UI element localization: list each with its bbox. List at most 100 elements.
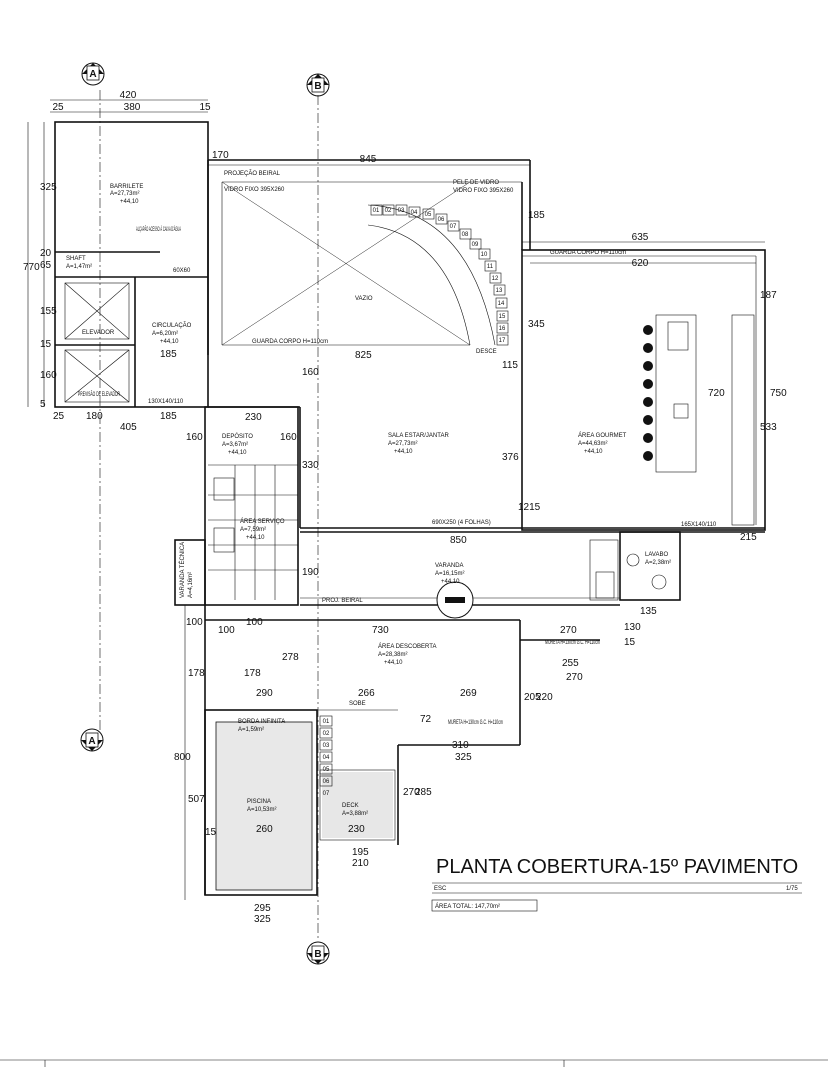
svg-text:PROJEÇÃO BEIRAL: PROJEÇÃO BEIRAL	[224, 170, 281, 177]
svg-text:MURETA H=130cm G.C. H=110cm: MURETA H=130cm G.C. H=110cm	[448, 720, 503, 726]
svg-text:DESCE: DESCE	[476, 349, 497, 355]
svg-text:115: 115	[502, 360, 518, 371]
room-label-deposito: DEPÓSITO A=3,67m² +44,10	[222, 433, 253, 456]
section-marker-a-top: A	[81, 62, 105, 86]
svg-text:1215: 1215	[518, 502, 541, 513]
svg-text:VARANDA: VARANDA	[435, 563, 464, 569]
svg-text:A=3,67m²: A=3,67m²	[222, 442, 248, 448]
svg-text:+44,10: +44,10	[441, 579, 460, 585]
svg-text:100: 100	[218, 625, 235, 636]
svg-text:187: 187	[760, 290, 777, 301]
room-label-borda-infinita: BORDA INFINITA A=1,59m²	[238, 719, 285, 733]
svg-text:325: 325	[455, 752, 472, 763]
section-marker-b-bottom: B	[306, 941, 330, 965]
svg-text:380: 380	[124, 102, 141, 113]
svg-text:GUARDA CORPO H=110cm: GUARDA CORPO H=110cm	[550, 250, 626, 256]
svg-text:160: 160	[40, 370, 57, 381]
room-label-alcapao: ALÇAPÃO ACESSO À CAIXA D'ÁGUA	[136, 226, 181, 233]
svg-text:02: 02	[385, 208, 392, 214]
svg-text:690X250 (4 FOLHAS): 690X250 (4 FOLHAS)	[432, 520, 491, 526]
stairs-upper	[370, 204, 509, 346]
svg-text:130: 130	[624, 622, 641, 633]
svg-text:260: 260	[256, 824, 273, 835]
svg-text:BORDA INFINITA: BORDA INFINITA	[238, 719, 285, 725]
room-label-barrilete: BARRILETE A=27,73m² +44,10	[110, 184, 143, 205]
svg-text:PREVISÃO DE ELEVADOR: PREVISÃO DE ELEVADOR	[78, 391, 120, 398]
drawing-notes: PROJEÇÃO BEIRAL PELE DE VIDRO VIDRO FIXO…	[148, 170, 717, 726]
svg-text:135: 135	[640, 606, 657, 617]
svg-text:VIDRO FIXO 395X260: VIDRO FIXO 395X260	[453, 188, 514, 194]
svg-text:A=27,73m²: A=27,73m²	[388, 441, 418, 447]
svg-text:190: 190	[302, 567, 319, 578]
room-label-area-servico: ÁREA SERVIÇO A=7,59m² +44,10	[240, 518, 285, 541]
svg-text:DECK: DECK	[342, 803, 359, 809]
room-label-shaft: SHAFT A=1,47m²	[66, 256, 92, 270]
svg-text:SALA ESTAR/JANTAR: SALA ESTAR/JANTAR	[388, 433, 449, 439]
svg-text:15: 15	[199, 102, 211, 113]
svg-text:05: 05	[425, 212, 432, 218]
svg-text:155: 155	[40, 306, 57, 317]
svg-text:05: 05	[323, 767, 330, 773]
svg-text:635: 635	[632, 232, 649, 243]
svg-text:270: 270	[566, 672, 583, 683]
dimensions-interior: 170 185 825 345 185 115 160 330 376 1215…	[53, 150, 787, 925]
svg-text:PELE DE VIDRO: PELE DE VIDRO	[453, 180, 499, 186]
svg-text:15: 15	[624, 637, 636, 648]
dimensions-top: 420 25 380 15 845 635 620	[50, 90, 765, 269]
svg-text:03: 03	[398, 208, 405, 214]
svg-text:730: 730	[372, 625, 389, 636]
svg-text:A=16,15m²: A=16,15m²	[435, 571, 465, 577]
walls	[54, 121, 766, 896]
svg-text:DEPÓSITO: DEPÓSITO	[222, 433, 253, 440]
room-label-varanda: VARANDA A=16,15m² +44,10	[435, 563, 465, 585]
svg-text:A: A	[88, 736, 95, 747]
stair-step-numbers-upper: 01 02 03 04 05 06 07 08 09 10 11 12 13 1…	[373, 208, 506, 344]
svg-text:345: 345	[528, 319, 545, 330]
svg-text:13: 13	[496, 288, 503, 294]
svg-text:ÁREA GOURMET: ÁREA GOURMET	[578, 432, 627, 439]
svg-text:LAVABO: LAVABO	[645, 552, 668, 558]
svg-text:A: A	[89, 69, 96, 80]
svg-text:15: 15	[205, 827, 217, 838]
svg-text:VIDRO FIXO 395X260: VIDRO FIXO 395X260	[224, 187, 285, 193]
svg-text:07: 07	[323, 791, 330, 797]
svg-text:330: 330	[302, 460, 319, 471]
svg-text:770: 770	[23, 262, 40, 273]
svg-text:285: 285	[415, 787, 432, 798]
svg-text:A=28,38m²: A=28,38m²	[378, 652, 408, 658]
svg-text:07: 07	[450, 224, 457, 230]
svg-text:325: 325	[40, 182, 57, 193]
svg-text:ÁREA SERVIÇO: ÁREA SERVIÇO	[240, 518, 285, 525]
svg-text:+44,10: +44,10	[228, 450, 247, 456]
svg-text:+44,10: +44,10	[160, 339, 179, 345]
svg-text:+44,10: +44,10	[120, 199, 139, 205]
svg-text:04: 04	[323, 755, 330, 761]
svg-text:25: 25	[52, 102, 64, 113]
svg-text:195: 195	[352, 847, 369, 858]
svg-text:170: 170	[212, 150, 229, 161]
svg-text:72: 72	[420, 714, 432, 725]
svg-text:A=27,73m²: A=27,73m²	[110, 191, 140, 197]
svg-text:ELEVADOR: ELEVADOR	[82, 330, 115, 336]
svg-text:850: 850	[450, 535, 467, 546]
svg-text:VARANDA TÉCNICA: VARANDA TÉCNICA	[179, 542, 186, 598]
svg-text:GUARDA CORPO H=110cm: GUARDA CORPO H=110cm	[252, 339, 328, 345]
svg-text:04: 04	[411, 210, 418, 216]
room-label-vazio: VAZIO	[355, 296, 373, 302]
svg-text:A=7,59m²: A=7,59m²	[240, 527, 266, 533]
room-label-circulacao: CIRCULAÇÃO A=6,20m² +44,10	[152, 322, 192, 345]
svg-text:+44,10: +44,10	[394, 449, 413, 455]
svg-text:160: 160	[280, 432, 297, 443]
scale-label: ESC	[434, 886, 447, 892]
svg-text:09: 09	[472, 242, 479, 248]
svg-text:269: 269	[460, 688, 477, 699]
svg-text:420: 420	[120, 90, 137, 101]
svg-text:+44,10: +44,10	[384, 660, 403, 666]
svg-text:270: 270	[560, 625, 577, 636]
svg-text:180: 180	[86, 411, 103, 422]
svg-text:16: 16	[499, 326, 506, 332]
svg-text:270: 270	[403, 787, 420, 798]
svg-text:A=1,59m²: A=1,59m²	[238, 727, 264, 733]
svg-text:01: 01	[373, 208, 380, 214]
